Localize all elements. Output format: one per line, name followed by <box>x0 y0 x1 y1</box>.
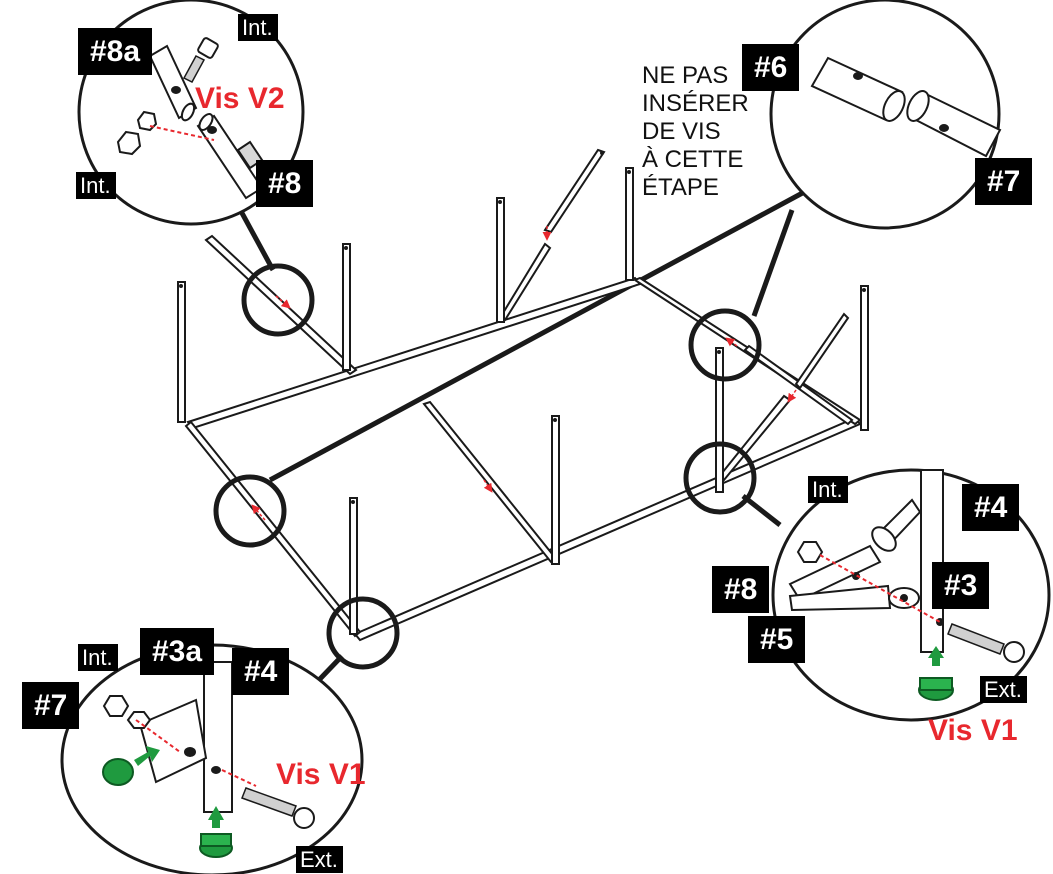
part-label-8: #8 <box>712 566 770 613</box>
tent-frame <box>177 148 869 642</box>
screw-icon <box>241 787 315 829</box>
nut-icon <box>796 541 824 563</box>
note-line: ÉTAPE <box>642 174 719 201</box>
screw-label-v1: Vis V1 <box>276 758 366 791</box>
note-line: À CETTE <box>642 146 744 173</box>
side-label-int: Int. <box>238 14 278 41</box>
part-label-7: #7 <box>975 158 1033 205</box>
screw-label-v1: Vis V1 <box>928 714 1018 747</box>
detail-bubble-4-3-8-5 <box>771 468 1051 722</box>
part-label-5: #5 <box>748 616 806 663</box>
part-label-4: #4 <box>962 484 1020 531</box>
part-label-3a: #3a <box>140 628 215 675</box>
part-label-6: #6 <box>742 44 800 91</box>
note-line: DE VIS <box>642 118 721 145</box>
part-label-4: #4 <box>232 648 290 695</box>
detail-bubble-3a-4-7 <box>60 643 364 874</box>
nut-icon <box>116 110 158 156</box>
side-label-ext: Ext. <box>980 676 1027 703</box>
callout-circles <box>213 263 762 670</box>
side-label-int: Int. <box>78 644 118 671</box>
part-label-8: #8 <box>256 160 314 207</box>
note-line: NE PAS <box>642 62 729 89</box>
side-label-int: Int. <box>808 476 848 503</box>
detail-bubble-6-7 <box>769 0 1002 230</box>
part-label-7: #7 <box>22 682 80 729</box>
side-label-int: Int. <box>76 172 116 199</box>
screw-icon <box>947 623 1025 663</box>
foot-plug-icon <box>918 646 954 701</box>
screw-label-v2: Vis V2 <box>195 82 285 115</box>
note-line: INSÉRER <box>642 90 749 117</box>
part-label-8a: #8a <box>78 28 153 75</box>
part-label-3: #3 <box>932 562 990 609</box>
warning-note: NE PAS INSÉRER DE VIS À CETTE ÉTAPE <box>642 62 749 202</box>
nut-icon <box>102 695 152 729</box>
end-cap-icon <box>102 746 160 786</box>
screw-icon <box>182 37 219 83</box>
side-label-ext: Ext. <box>296 846 343 873</box>
foot-plug-icon <box>199 806 233 858</box>
